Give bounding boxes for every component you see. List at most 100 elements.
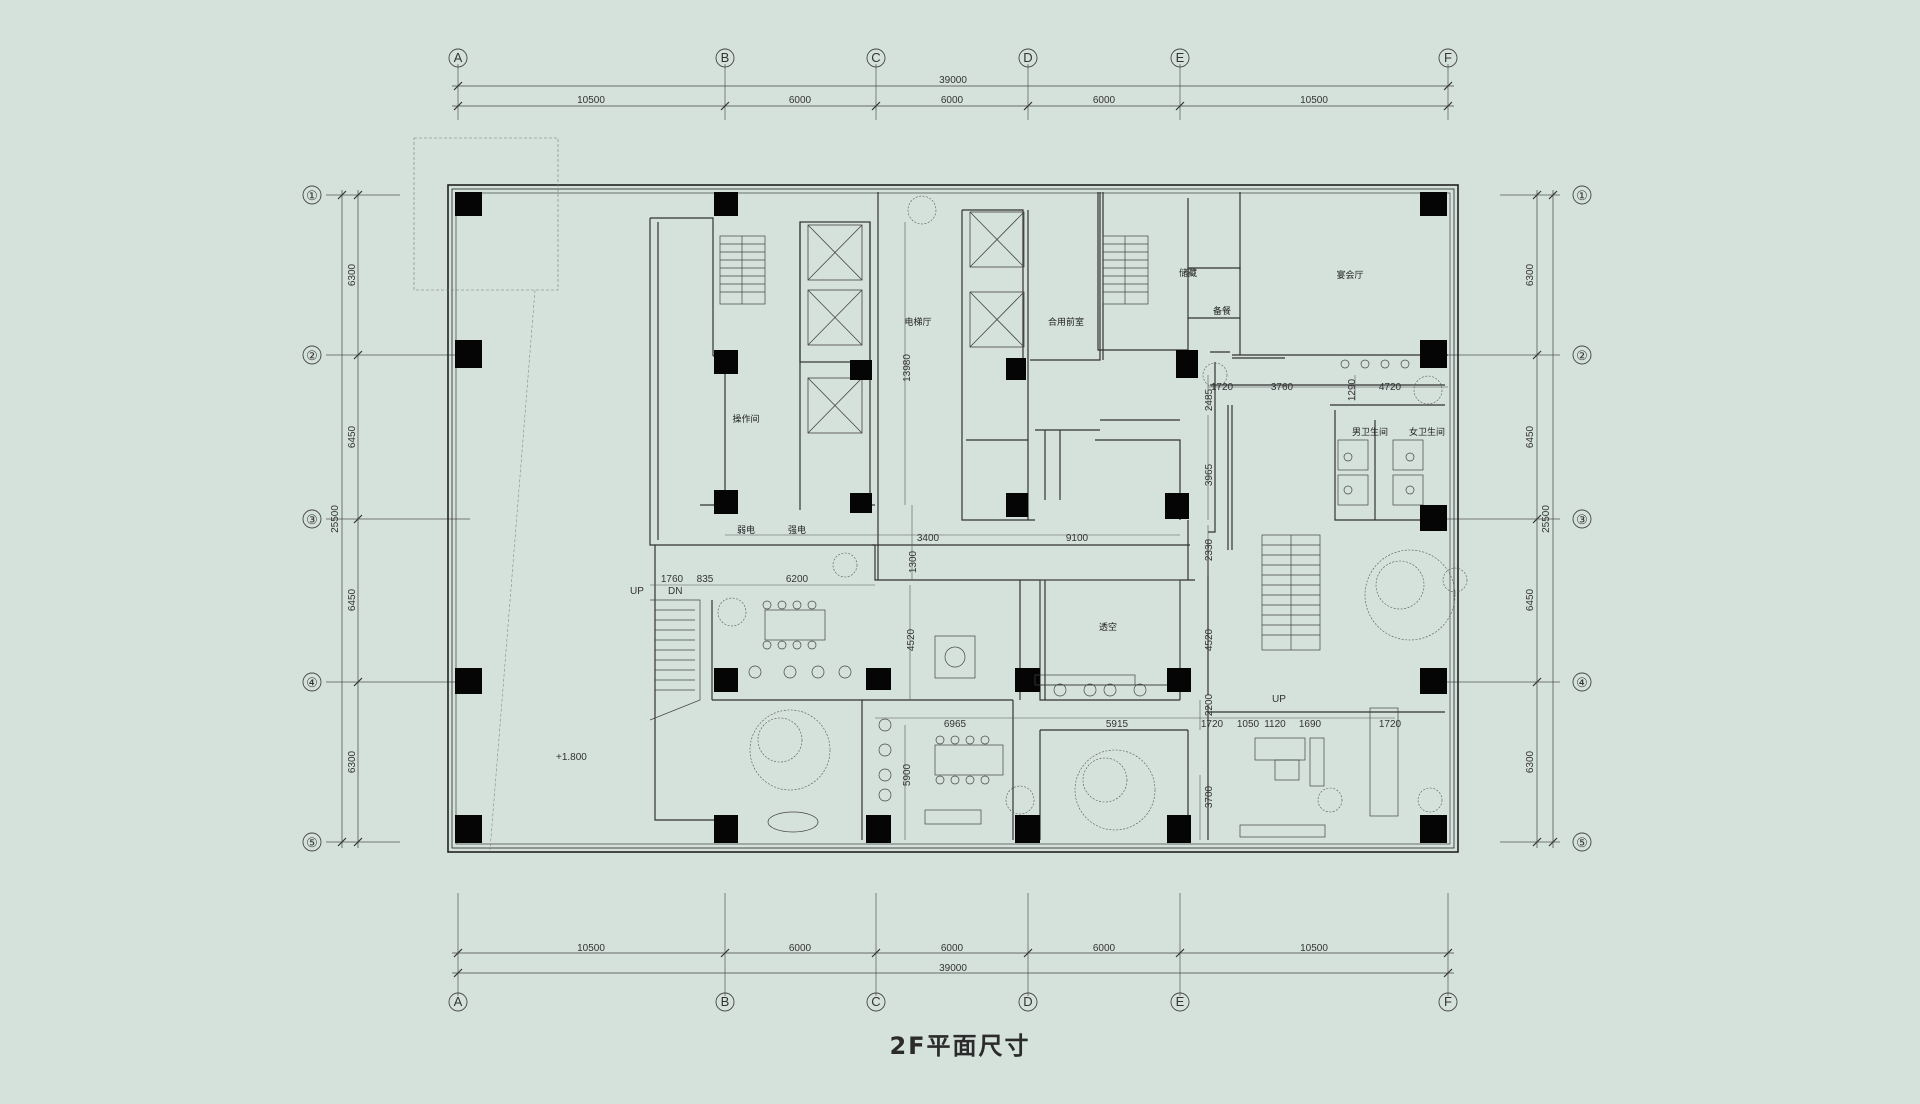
dim-3400: 3400 bbox=[917, 533, 940, 544]
dim-13980: 13980 bbox=[902, 354, 913, 382]
stair-1 bbox=[719, 235, 766, 305]
dim-right-seg-1: 6300 bbox=[1525, 263, 1536, 286]
dimension-ticks bbox=[337, 81, 1558, 978]
dim-bottom-seg-1: 10500 bbox=[577, 943, 605, 954]
grid-row-1-right: ① bbox=[1576, 188, 1588, 203]
grid-col-d-bottom: D bbox=[1023, 994, 1032, 1009]
upper-overhang-outline bbox=[413, 137, 559, 291]
dim-1760: 1760 bbox=[661, 574, 684, 585]
stair-3 bbox=[1261, 534, 1321, 651]
grid-col-b-top: B bbox=[721, 50, 730, 65]
grid-row-4-right: ④ bbox=[1576, 675, 1588, 690]
dim-1290: 1290 bbox=[1347, 378, 1358, 401]
drawing-title: 2F平面尺寸 bbox=[889, 1032, 1031, 1060]
dim-left-seg-3: 6450 bbox=[347, 588, 358, 611]
dim-top-seg-5: 10500 bbox=[1300, 95, 1328, 106]
stair-up-label-1: UP bbox=[630, 586, 644, 597]
grid-col-f-top: F bbox=[1444, 50, 1452, 65]
elevation-mark: +1.800 bbox=[556, 752, 587, 763]
dim-9100: 9100 bbox=[1066, 533, 1089, 544]
dim-2485: 2485 bbox=[1204, 388, 1215, 411]
room-elevator-hall: 电梯厅 bbox=[904, 316, 931, 328]
dim-6965: 6965 bbox=[944, 719, 967, 730]
room-pantry: 备餐 bbox=[1213, 305, 1231, 317]
dim-right-seg-3: 6450 bbox=[1525, 588, 1536, 611]
dim-right-seg-2: 6450 bbox=[1525, 425, 1536, 448]
grid-bubbles-top bbox=[448, 48, 1458, 68]
dim-1720-a: 1720 bbox=[1201, 719, 1224, 730]
dim-3700: 3700 bbox=[1204, 785, 1215, 808]
dim-bottom-seg-4: 6000 bbox=[1093, 943, 1116, 954]
dim-left-seg-1: 6300 bbox=[347, 263, 358, 286]
dim-left-seg-2: 6450 bbox=[347, 425, 358, 448]
grid-row-5-right: ⑤ bbox=[1576, 835, 1588, 850]
dim-1050: 1050 bbox=[1237, 719, 1260, 730]
dim-4520-a: 4520 bbox=[906, 628, 917, 651]
dim-3760: 3760 bbox=[1271, 382, 1294, 393]
dim-6200: 6200 bbox=[786, 574, 809, 585]
dim-1300: 1300 bbox=[908, 550, 919, 573]
dim-2330: 2330 bbox=[1204, 538, 1215, 561]
dim-left-total: 25500 bbox=[330, 505, 341, 533]
stair-dn-label: DN bbox=[668, 586, 682, 597]
dim-5900: 5900 bbox=[902, 763, 913, 786]
grid-row-2-left: ② bbox=[306, 348, 318, 363]
dim-right-seg-4: 6300 bbox=[1525, 750, 1536, 773]
room-mens-restroom: 男卫生间 bbox=[1352, 426, 1388, 438]
dim-4720: 4720 bbox=[1379, 382, 1402, 393]
grid-bubbles-bottom bbox=[448, 992, 1458, 1012]
bottom-dimensions: 10500 6000 6000 6000 10500 39000 bbox=[577, 943, 1328, 974]
dim-3965: 3965 bbox=[1204, 463, 1215, 486]
grid-col-a-bottom: A bbox=[454, 994, 463, 1009]
restroom-fixtures bbox=[1337, 439, 1424, 506]
dim-bottom-seg-2: 6000 bbox=[789, 943, 812, 954]
dim-top-seg-1: 10500 bbox=[577, 95, 605, 106]
grid-col-e-bottom: E bbox=[1176, 994, 1185, 1009]
room-void: 透空 bbox=[1099, 621, 1117, 633]
grid-bubbles-left bbox=[302, 185, 322, 852]
grid-col-a-top: A bbox=[454, 50, 463, 65]
left-dimensions: 25500 6300 6450 6450 6300 bbox=[330, 263, 358, 773]
room-operation: 操作间 bbox=[732, 413, 759, 425]
ramp-guide-line bbox=[489, 289, 536, 851]
dim-top-total: 39000 bbox=[939, 75, 967, 86]
top-dimensions: 39000 10500 6000 6000 6000 10500 bbox=[577, 75, 1328, 106]
grid-row-1-left: ① bbox=[306, 188, 318, 203]
grid-col-f-bottom: F bbox=[1444, 994, 1452, 1009]
furniture bbox=[748, 600, 1399, 838]
dim-top-seg-2: 6000 bbox=[789, 95, 812, 106]
dimension-chains bbox=[341, 85, 1554, 974]
dim-bottom-seg-5: 10500 bbox=[1300, 943, 1328, 954]
dim-2200: 2200 bbox=[1204, 693, 1215, 716]
sinks bbox=[1340, 359, 1410, 369]
grid-col-c-bottom: C bbox=[871, 994, 880, 1009]
pond-shape bbox=[767, 811, 819, 833]
outer-walls bbox=[447, 184, 1459, 853]
interior-walls bbox=[649, 192, 1448, 840]
trees bbox=[717, 195, 1468, 831]
dim-bottom-seg-3: 6000 bbox=[941, 943, 964, 954]
grid-col-d-top: D bbox=[1023, 50, 1032, 65]
right-dimensions: 6300 6450 6450 6300 25500 bbox=[1525, 263, 1552, 773]
dim-1120: 1120 bbox=[1264, 719, 1286, 730]
room-banquet: 宴会厅 bbox=[1336, 269, 1363, 281]
grid-lines bbox=[326, 64, 1560, 996]
room-storage: 储藏 bbox=[1179, 267, 1197, 279]
dim-left-seg-4: 6300 bbox=[347, 750, 358, 773]
dim-top-seg-4: 6000 bbox=[1093, 95, 1116, 106]
dim-right-total: 25500 bbox=[1541, 505, 1552, 533]
grid-row-3-left: ③ bbox=[306, 512, 318, 527]
grid-row-3-right: ③ bbox=[1576, 512, 1588, 527]
lounge-chairs bbox=[1034, 674, 1136, 686]
dim-1720-b: 1720 bbox=[1379, 719, 1402, 730]
grid-row-4-left: ④ bbox=[306, 675, 318, 690]
grid-col-b-bottom: B bbox=[721, 994, 730, 1009]
dim-835: 835 bbox=[697, 574, 714, 585]
dim-1720-c: 1720 bbox=[1211, 382, 1234, 393]
dim-5915: 5915 bbox=[1106, 719, 1129, 730]
dim-4520-b: 4520 bbox=[1204, 628, 1215, 651]
room-strong-current: 强电 bbox=[788, 524, 806, 536]
room-womens-restroom: 女卫生间 bbox=[1409, 426, 1445, 438]
inner-dimension-lines bbox=[650, 222, 1448, 840]
